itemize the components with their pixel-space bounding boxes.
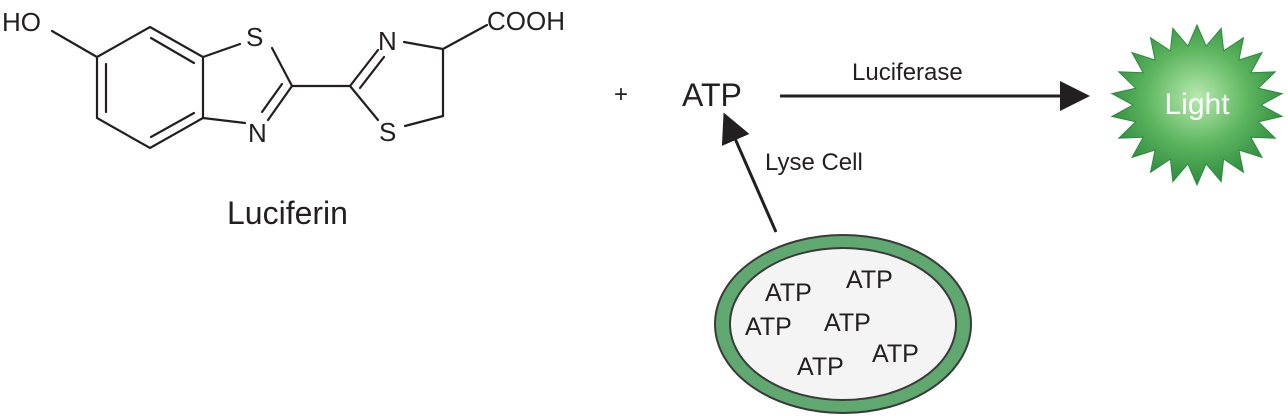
cell-atp-1: ATP [765,279,812,307]
lyse-cell-arrow [721,112,778,233]
carboxyl-label: COOH [487,6,565,36]
cell-atp-6: ATP [797,353,844,381]
lyse-cell-label: Lyse Cell [765,149,863,176]
light-label: Light [1164,88,1230,121]
benzothiazole-nitrogen-label: N [248,118,267,148]
light-burst: Light [1110,23,1284,187]
cell-atp-5: ATP [872,340,919,368]
cell: ATP ATP ATP ATP ATP ATP [714,234,972,414]
thiazoline-nitrogen-label: N [378,26,397,56]
thiazoline-sulfur-label: S [379,117,396,147]
light-burst-shape [1110,23,1284,187]
atp-reactant: ATP [682,77,742,113]
luciferin-structure: HO S N N S COOH [2,6,565,150]
cell-atp-2: ATP [846,266,893,294]
cell-interior [729,247,957,401]
luciferin-name: Luciferin [227,195,348,231]
luciferase-label: Luciferase [852,59,963,86]
hydroxyl-label: HO [2,7,41,37]
plus-sign: + [614,81,628,108]
benzothiazole-sulfur-label: S [246,22,263,52]
cell-atp-4: ATP [824,309,871,337]
cell-atp-3: ATP [745,313,792,341]
